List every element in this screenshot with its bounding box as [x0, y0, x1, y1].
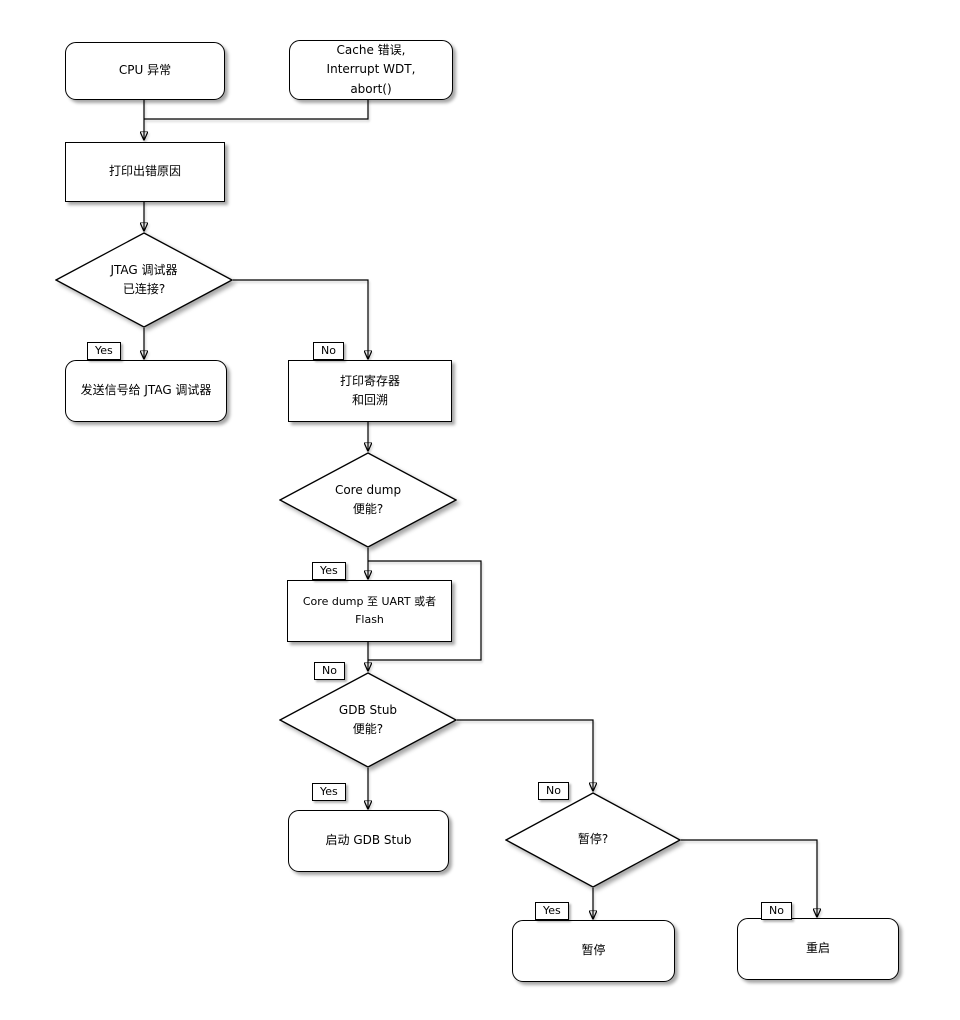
decision-jtag-connected-label: JTAG 调试器 已连接?: [110, 262, 178, 296]
diamond-shape: [505, 792, 681, 888]
node-core-dump-to-uart-flash-label: Core dump 至 UART 或者 Flash: [302, 595, 437, 626]
decision-core-dump-enabled-label: Core dump 便能?: [334, 482, 402, 516]
node-start-gdb-stub-label: 启动 GDB Stub: [325, 833, 412, 848]
decision-gdb-stub-enabled-label: GDB Stub 便能?: [338, 702, 398, 736]
edge-gdb-no: [457, 719, 593, 791]
decision-gdb-stub-enabled: GDB Stub 便能?: [279, 672, 457, 768]
edge-label-halt-yes: Yes: [535, 902, 569, 920]
edge-jtag-no: [233, 279, 368, 359]
edge-label-halt-no: No: [761, 902, 792, 920]
edge-label-gdb-no: No: [538, 782, 569, 800]
decision-halt: 暂停?: [505, 792, 681, 888]
edge-coredump-no-bypass: [368, 560, 482, 661]
edge-label-coredump-no: No: [314, 662, 345, 680]
node-cache-error: Cache 错误, Interrupt WDT, abort(): [289, 40, 453, 100]
edge-label-gdb-yes: Yes: [312, 783, 346, 801]
node-send-signal-jtag-label: 发送信号给 JTAG 调试器: [80, 383, 212, 398]
node-halt-label: 暂停: [581, 943, 606, 958]
edge-label-jtag-yes: Yes: [87, 342, 121, 360]
decision-core-dump-enabled: Core dump 便能?: [279, 452, 457, 548]
node-core-dump-to-uart-flash: Core dump 至 UART 或者 Flash: [287, 580, 452, 642]
node-reboot: 重启: [737, 918, 899, 980]
edge-cache-join: [144, 98, 369, 120]
edge-label-coredump-yes: Yes: [312, 562, 346, 580]
node-cache-error-label: Cache 错误, Interrupt WDT, abort(): [326, 43, 416, 96]
decision-halt-label: 暂停?: [577, 832, 609, 847]
node-cpu-exception-label: CPU 异常: [118, 63, 172, 78]
node-send-signal-jtag: 发送信号给 JTAG 调试器: [65, 360, 227, 422]
node-reboot-label: 重启: [805, 941, 830, 956]
diamond-shape: [55, 232, 233, 328]
node-print-error-reason-label: 打印出错原因: [108, 164, 181, 179]
diamond-shape: [279, 672, 457, 768]
node-cpu-exception: CPU 异常: [65, 42, 225, 100]
edge-haltq-no: [681, 839, 817, 917]
diamond-shape: [279, 452, 457, 548]
decision-jtag-connected: JTAG 调试器 已连接?: [55, 232, 233, 328]
node-print-registers-backtrace: 打印寄存器 和回溯: [288, 360, 452, 422]
node-halt: 暂停: [512, 920, 675, 982]
node-print-registers-backtrace-label: 打印寄存器 和回溯: [339, 373, 400, 407]
node-start-gdb-stub: 启动 GDB Stub: [288, 810, 449, 872]
node-print-error-reason: 打印出错原因: [65, 142, 225, 202]
edge-label-jtag-no: No: [313, 342, 344, 360]
